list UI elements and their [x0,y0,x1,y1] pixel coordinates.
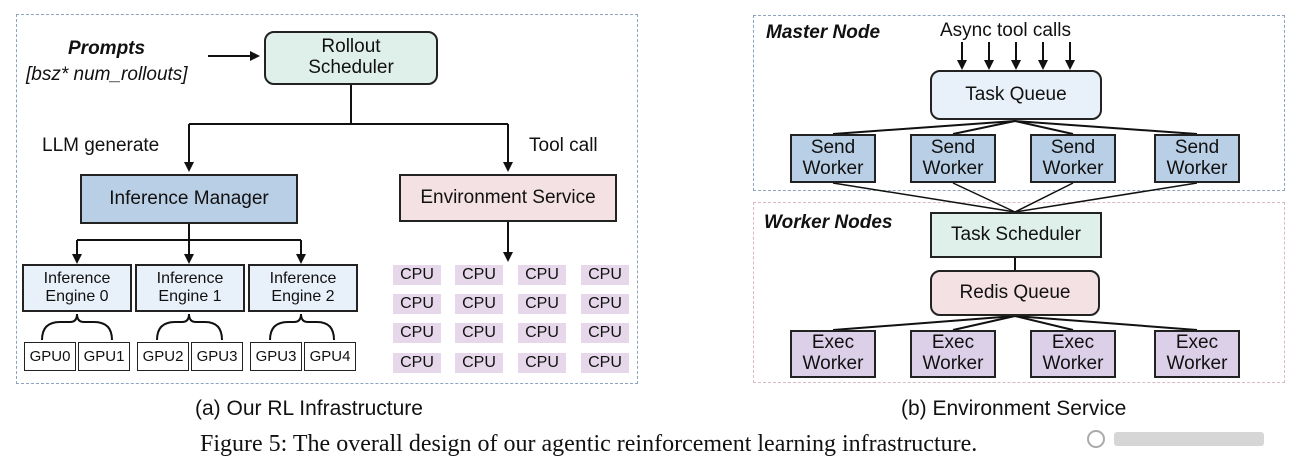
cpu-box: CPU [393,294,441,314]
rollout-scheduler-line1: Rollout [321,36,381,58]
prompts-label: Prompts [68,38,146,59]
engine-1-line1: Inference [156,270,224,288]
cpu-box: CPU [518,323,566,343]
cpu-box: CPU [455,323,503,343]
cpu-box: CPU [518,265,566,285]
send-worker-line2: Worker [802,157,864,179]
cpu-box: CPU [455,353,503,373]
master-node-label: Master Node [766,22,881,43]
inference-manager-box: Inference Manager [80,174,298,224]
engine-2-line1: Inference [269,270,337,288]
exec-worker-line1: Exec [1051,332,1095,354]
inference-engine-2: Inference Engine 2 [248,264,358,312]
cpu-box: CPU [581,294,629,314]
panel-worker-nodes [753,202,1285,383]
gpu-box: GPU1 [78,342,130,371]
prompts-shape-label: [bsz* num_rollouts] [26,64,188,85]
exec-worker-line1: Exec [931,332,975,354]
panel-rl-infrastructure [16,14,638,384]
gpu-box: GPU3 [250,342,302,371]
cpu-box: CPU [581,323,629,343]
engine-1-line2: Engine 1 [158,288,222,305]
caption-panel-a: (a) Our RL Infrastructure [195,397,423,420]
task-queue-box: Task Queue [930,70,1102,120]
cpu-box: CPU [518,294,566,314]
exec-worker-line2: Worker [1166,353,1228,374]
send-worker-box: Send Worker [1154,134,1240,183]
send-worker-line1: Send [1174,136,1220,158]
cpu-box: CPU [581,353,629,373]
send-worker-box: Send Worker [1030,134,1116,183]
engine-2-line2: Engine 2 [271,288,335,305]
send-worker-line2: Worker [922,157,984,179]
panel-master-node [753,15,1285,191]
exec-worker-line1: Exec [811,332,855,354]
send-worker-line2: Worker [1042,157,1104,179]
cpu-box: CPU [581,265,629,285]
send-worker-line1: Send [810,136,856,158]
task-scheduler-box: Task Scheduler [930,212,1102,258]
send-worker-box: Send Worker [910,134,996,183]
exec-worker-line2: Worker [1042,353,1104,374]
send-worker-line1: Send [1050,136,1096,158]
caption-panel-b: (b) Environment Service [901,397,1127,420]
environment-service-box: Environment Service [399,174,617,222]
exec-worker-line2: Worker [802,353,864,374]
send-worker-box: Send Worker [790,134,876,183]
rollout-scheduler-box: Rollout Scheduler [264,31,438,85]
figure-caption: Figure 5: The overall design of our agen… [200,431,978,457]
exec-worker-box: Exec Worker [1154,330,1240,378]
engine-0-line1: Inference [43,270,111,288]
cpu-box: CPU [455,265,503,285]
watermark-logo [1087,430,1264,448]
gpu-box: GPU0 [24,342,76,371]
engine-0-line2: Engine 0 [45,288,109,305]
exec-worker-line2: Worker [922,353,984,374]
send-worker-line1: Send [930,136,976,158]
rollout-scheduler-line2: Scheduler [308,57,394,78]
redis-queue-box: Redis Queue [930,270,1100,316]
exec-worker-box: Exec Worker [1030,330,1116,378]
cpu-box: CPU [393,323,441,343]
gpu-box: GPU3 [191,342,243,371]
tool-call-label: Tool call [529,135,598,156]
cpu-box: CPU [393,265,441,285]
inference-engine-1: Inference Engine 1 [135,264,245,312]
inference-engine-0: Inference Engine 0 [22,264,132,312]
llm-generate-label: LLM generate [42,135,160,156]
cpu-box: CPU [455,294,503,314]
worker-nodes-label: Worker Nodes [764,212,893,233]
cpu-box: CPU [393,353,441,373]
exec-worker-box: Exec Worker [790,330,876,378]
gpu-box: GPU2 [137,342,189,371]
send-worker-line2: Worker [1166,157,1228,179]
cpu-box: CPU [518,353,566,373]
exec-worker-box: Exec Worker [910,330,996,378]
gpu-box: GPU4 [304,342,356,371]
async-tool-calls-label: Async tool calls [940,20,1071,41]
exec-worker-line1: Exec [1175,332,1219,354]
